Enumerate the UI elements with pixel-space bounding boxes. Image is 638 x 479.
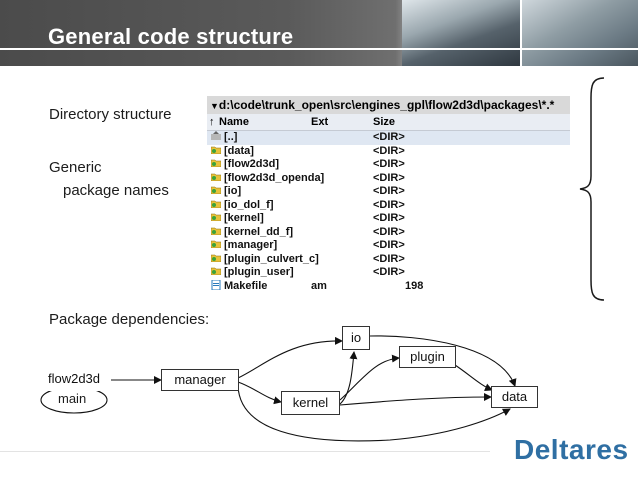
file-row[interactable]: [data] <DIR> [207, 145, 570, 159]
banner-divider [520, 0, 522, 66]
file-row[interactable]: [plugin_user] <DIR> [207, 266, 570, 280]
file-size: <DIR> [373, 131, 405, 143]
file-name: [plugin_user] [224, 266, 294, 278]
folder-icon [210, 145, 222, 154]
file-size: <DIR> [373, 252, 405, 265]
file-listing-panel: ▼d:\code\trunk_open\src\engines_gpl\flow… [207, 96, 570, 301]
column-header-row: ↑ Name Ext Size [207, 114, 570, 131]
file-row[interactable]: [flow2d3d] <DIR> [207, 158, 570, 172]
file-row[interactable]: [..] <DIR> [207, 131, 570, 145]
path-text: d:\code\trunk_open\src\engines_gpl\flow2… [218, 98, 555, 112]
file-name: [plugin_culvert_c] [224, 252, 319, 265]
node-main-label: main [58, 391, 87, 406]
folder-icon [210, 226, 222, 235]
file-name: [flow2d3d] [224, 158, 279, 170]
file-row[interactable]: [kernel] <DIR> [207, 212, 570, 226]
title-rule [0, 48, 638, 50]
column-header-name[interactable]: Name [219, 116, 249, 128]
file-size: <DIR> [373, 239, 405, 251]
generic-label: Generic [49, 159, 102, 176]
file-size: <DIR> [373, 185, 405, 197]
banner-photo-bridge [402, 0, 520, 66]
deltares-logo: Deltares [514, 434, 629, 465]
edge-kernel-io [339, 351, 358, 405]
file-size: <DIR> [373, 144, 405, 157]
node-plugin: plugin [399, 346, 456, 368]
edge-io-data [369, 335, 517, 387]
banner-photo-landscape [522, 0, 638, 66]
package-dependencies-label: Package dependencies: [49, 311, 210, 328]
path-bar[interactable]: ▼d:\code\trunk_open\src\engines_gpl\flow… [207, 96, 570, 114]
file-row[interactable]: [io_dol_f] <DIR> [207, 199, 570, 213]
column-header-ext[interactable]: Ext [311, 116, 329, 128]
file-row[interactable]: Makefile am 198 [207, 279, 570, 294]
file-row[interactable]: [manager] <DIR> [207, 239, 570, 253]
edge-manager-data [237, 385, 511, 442]
up-folder-icon [211, 131, 221, 140]
file-name: [flow2d3d_openda] [224, 171, 325, 184]
file-name: [io] [224, 185, 242, 197]
file-size: <DIR> [373, 266, 405, 278]
edge-manager-io [237, 336, 343, 379]
right-brace [579, 77, 605, 301]
file-size: <DIR> [373, 225, 405, 238]
file-name: [kernel_dd_f] [224, 225, 294, 238]
package-names-label: package names [63, 182, 169, 199]
file-row[interactable]: [flow2d3d_openda] <DIR> [207, 172, 570, 186]
folder-icon [210, 212, 222, 222]
node-io: io [342, 326, 370, 350]
node-flow2d3d: flow2d3d [37, 369, 111, 391]
title-banner: General code structure [0, 0, 638, 66]
footer-rule [0, 451, 490, 452]
file-size: <DIR> [373, 158, 405, 170]
edge-kernel-data [339, 393, 492, 406]
directory-structure-label: Directory structure [49, 106, 172, 123]
column-header-size[interactable]: Size [373, 116, 396, 128]
file-row[interactable]: [kernel_dd_f] <DIR> [207, 226, 570, 240]
file-name: [data] [224, 144, 254, 157]
file-size: <DIR> [373, 171, 405, 184]
file-name: [..] [224, 131, 238, 143]
sort-up-arrow-icon[interactable]: ↑ [209, 116, 215, 128]
file-size: <DIR> [373, 212, 405, 224]
file-name: [io_dol_f] [224, 198, 274, 211]
slide-title: General code structure [48, 24, 294, 49]
edge-plugin-data [454, 364, 493, 391]
edge-kernel-plugin [339, 354, 400, 401]
edge-manager-kernel [237, 381, 282, 405]
file-name: Makefile [224, 279, 268, 292]
file-row[interactable]: [plugin_culvert_c] <DIR> [207, 253, 570, 267]
node-manager: manager [161, 369, 239, 391]
file-size: 198 [405, 279, 424, 292]
file-ext: am [311, 279, 327, 292]
file-list: [..]<DIR>[data]<DIR>[flow2d3d]<DIR>[flow… [207, 131, 570, 293]
file-size: <DIR> [373, 198, 405, 211]
node-data: data [491, 386, 538, 408]
file-name: [kernel] [224, 212, 264, 224]
node-kernel: kernel [281, 391, 340, 415]
file-name: [manager] [224, 239, 278, 251]
file-row[interactable]: [io] <DIR> [207, 185, 570, 199]
dropdown-arrow-icon[interactable]: ▼ [210, 101, 219, 111]
